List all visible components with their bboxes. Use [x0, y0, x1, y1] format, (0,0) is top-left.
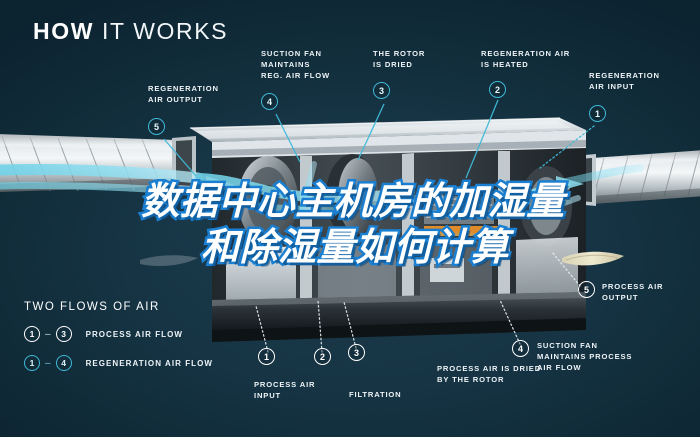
- marker-suction-fan-process-air-flow[interactable]: 4: [512, 340, 529, 357]
- legend-circle-to: 4: [55, 355, 72, 371]
- legend-circle-to: 3: [55, 326, 72, 342]
- callout-regeneration-air-output: REGENERATION AIR OUTPUT: [148, 84, 219, 104]
- legend-row-regeneration-air-flow: 1 – 4 REGENERATION AIR FLOW: [24, 354, 213, 372]
- marker-suction-fan-reg-air-flow[interactable]: 4: [261, 93, 278, 110]
- callout-suction-fan-process-air-flow: SUCTION FAN MAINTAINS PROCESS AIR FLOW: [537, 341, 633, 372]
- heater-block: [424, 196, 498, 236]
- marker-regeneration-air-output[interactable]: 5: [148, 118, 165, 135]
- marker-process-air-is-dried-by-rotor[interactable]: 3: [348, 344, 365, 361]
- page-title-bold: HOW: [33, 18, 95, 44]
- marker-process-air-input[interactable]: 1: [258, 348, 275, 365]
- marker-regeneration-air-is-heated[interactable]: 2: [489, 81, 506, 98]
- legend-dash: –: [45, 357, 51, 369]
- legend-row-process-air-flow: 1 – 3 PROCESS AIR FLOW: [24, 325, 183, 343]
- page-title-light: IT WORKS: [102, 18, 229, 44]
- marker-regeneration-air-input[interactable]: 1: [589, 105, 606, 122]
- callout-process-air-output: PROCESS AIR OUTPUT: [602, 282, 664, 302]
- dehumidifier-cabinet: [189, 117, 586, 342]
- callout-filtration: FILTRATION: [349, 390, 402, 399]
- marker-filtration[interactable]: 2: [314, 348, 331, 365]
- desiccant-rotor: [238, 156, 298, 244]
- legend-label-process-air-flow: PROCESS AIR FLOW: [85, 329, 183, 339]
- callout-process-air-is-dried-by-rotor: PROCESS AIR IS DRIED BY THE ROTOR: [437, 364, 542, 384]
- callout-regeneration-air-input: REGENERATION AIR INPUT: [589, 71, 660, 91]
- page-title: HOW IT WORKS: [33, 20, 228, 43]
- legend-circle-from: 1: [24, 355, 40, 371]
- callout-suction-fan-reg-air-flow: SUCTION FAN MAINTAINS REG. AIR FLOW: [261, 49, 330, 80]
- deflector-vane-left: [140, 255, 198, 266]
- legend-dash: –: [45, 328, 51, 340]
- callout-the-rotor-is-dried: THE ROTOR IS DRIED: [373, 49, 426, 69]
- marker-process-air-output[interactable]: 5: [578, 281, 595, 298]
- legend-circle-from: 1: [24, 326, 40, 342]
- callout-process-air-input: PROCESS AIR INPUT: [254, 380, 316, 400]
- marker-the-rotor-is-dried[interactable]: 3: [373, 82, 390, 99]
- callout-regeneration-air-is-heated: REGENERATION AIR IS HEATED: [481, 49, 571, 69]
- legend-title: TWO FLOWS OF AIR: [24, 301, 160, 313]
- legend-label-regeneration-air-flow: REGENERATION AIR FLOW: [85, 358, 213, 368]
